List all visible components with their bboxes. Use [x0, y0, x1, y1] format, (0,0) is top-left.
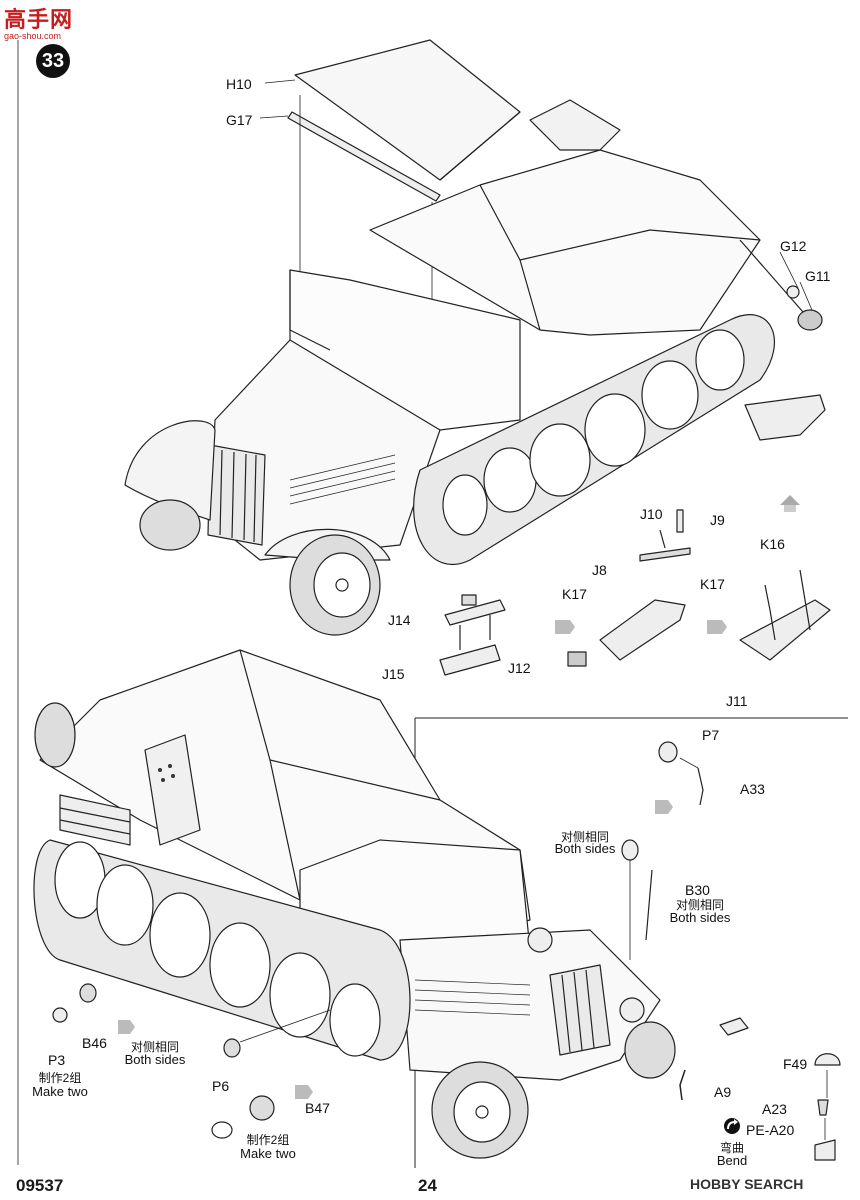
- part-label-g11: G11: [805, 268, 831, 284]
- note-bend-en: Bend: [716, 1153, 748, 1168]
- note-bend-cn: 弯曲: [719, 1141, 744, 1155]
- part-label-b47: B47: [305, 1100, 330, 1116]
- note-both-sides-cn-mirror: 对侧相同: [560, 830, 609, 844]
- part-label-j10: J10: [640, 506, 663, 522]
- part-label-f49: F49: [783, 1056, 808, 1072]
- part-label-a9: A9: [714, 1084, 732, 1100]
- sub-assembly-j-k-parts: [439, 509, 831, 676]
- note-make-two-cn-p6: 制作2组: [246, 1133, 290, 1147]
- part-label-j8: J8: [592, 562, 607, 578]
- part-label-k16: K16: [760, 536, 785, 552]
- note-make-two-en-p3: Make two: [32, 1084, 88, 1099]
- part-label-j9: J9: [710, 512, 725, 528]
- part-label-b46: B46: [82, 1035, 107, 1051]
- note-make-two-cn-p3: 制作2组: [38, 1071, 82, 1085]
- part-label-k17-left: K17: [562, 586, 587, 602]
- catalog-number: 09537: [16, 1176, 64, 1195]
- note-make-two-en-p6: Make two: [240, 1146, 296, 1161]
- step-number-badge: 33: [36, 44, 70, 78]
- part-label-a33: A33: [740, 781, 765, 797]
- part-label-j12: J12: [508, 660, 531, 676]
- bend-icon: [724, 1118, 740, 1134]
- part-label-k17-right: K17: [700, 576, 725, 592]
- page-number: 24: [418, 1176, 437, 1195]
- note-both-sides-cn-b46: 对侧相同: [130, 1040, 179, 1054]
- note-both-sides-en-b46: Both sides: [124, 1052, 186, 1067]
- part-label-g17: G17: [226, 112, 253, 128]
- part-label-b30: B30: [685, 882, 710, 898]
- part-label-j15: J15: [382, 666, 405, 682]
- note-both-sides-en-mirror: Both sides: [554, 841, 616, 856]
- top-vehicle-drawing: [124, 39, 826, 636]
- watermark-logo: 高手网 gao-shou.com: [4, 2, 74, 41]
- bottom-vehicle-drawing: [33, 649, 841, 1161]
- part-label-g12: G12: [780, 238, 807, 254]
- watermark-logo-text: 高手网: [4, 8, 74, 33]
- note-both-sides-en-b30: Both sides: [669, 910, 731, 925]
- part-label-pe-a20: PE-A20: [746, 1122, 795, 1138]
- part-label-a23: A23: [762, 1101, 787, 1117]
- part-label-p6: P6: [212, 1078, 230, 1094]
- part-label-j11: J11: [726, 693, 748, 709]
- part-label-p7: P7: [702, 727, 720, 743]
- part-label-h10: H10: [226, 76, 252, 92]
- watermark-url: gao-shou.com: [4, 31, 62, 41]
- part-label-j14: J14: [388, 612, 411, 628]
- site-watermark: HOBBY SEARCH: [690, 1176, 804, 1192]
- part-label-p3: P3: [48, 1052, 66, 1068]
- note-both-sides-cn-b30: 对侧相同: [675, 898, 724, 912]
